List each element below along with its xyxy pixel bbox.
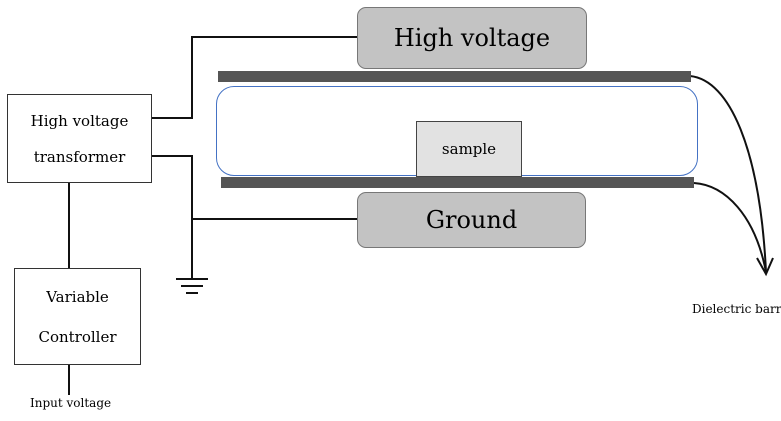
high-voltage-transformer-box: High voltage transformer: [7, 94, 152, 183]
high-voltage-text: High voltage: [393, 24, 551, 52]
controller-line1: Variable: [46, 287, 109, 306]
ground-electrode-label: Ground: [357, 192, 586, 248]
transformer-line1: High voltage: [30, 111, 129, 130]
wire-transformer-to-ground: [152, 155, 357, 220]
controller-line2: Controller: [38, 327, 117, 346]
top-electrode-plate: [218, 71, 691, 82]
input-voltage-label: Input voltage: [30, 396, 112, 410]
wire-transformer-to-high-voltage: [152, 36, 357, 119]
dielectric-arrow-bottom: [693, 182, 767, 273]
dielectric-arrow-top: [689, 75, 767, 273]
ground-text: Ground: [425, 206, 518, 234]
sample-box: sample: [416, 121, 522, 177]
transformer-line2: transformer: [33, 147, 126, 166]
ground-symbol-icon: [176, 278, 208, 294]
variable-controller-box: Variable Controller: [14, 268, 141, 365]
arrowhead-icon: [756, 257, 774, 277]
bottom-electrode-plate: [221, 177, 694, 188]
sample-text: sample: [441, 140, 497, 158]
high-voltage-electrode-label: High voltage: [357, 7, 587, 69]
dielectric-barrier-label: Dielectric barrier: [692, 302, 781, 316]
